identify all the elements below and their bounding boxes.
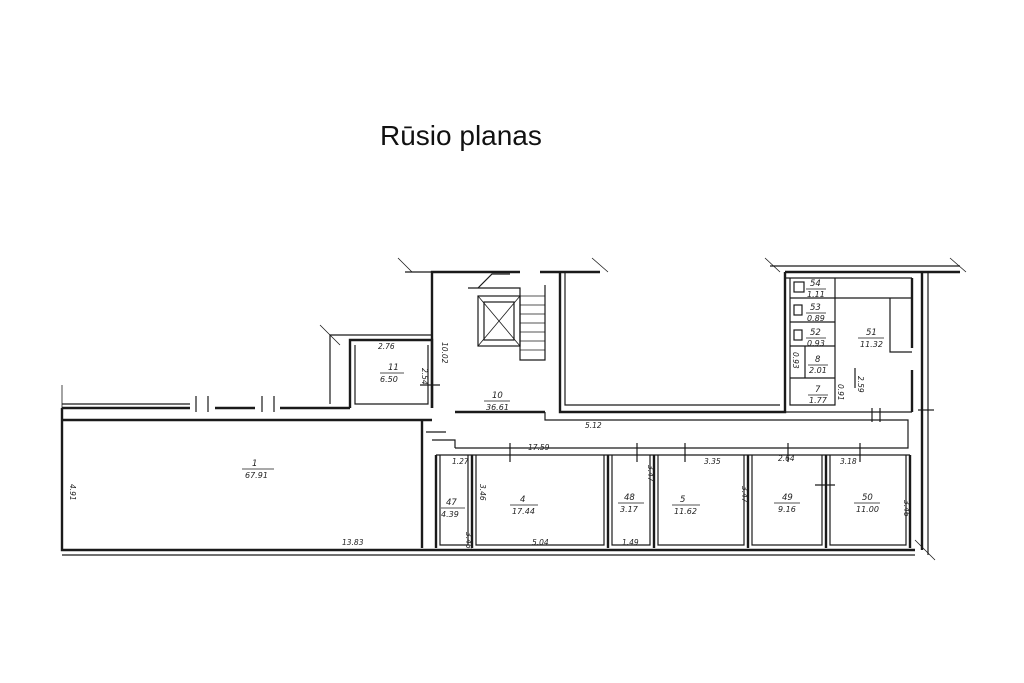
svg-text:6.50: 6.50 [380,375,398,384]
room-1: 1 67.91 [242,459,274,480]
svg-text:5: 5 [680,495,685,505]
svg-text:10: 10 [492,391,503,401]
plan-title: Rūsio planas [380,120,542,151]
svg-text:67.91: 67.91 [245,471,268,480]
svg-text:4: 4 [520,495,525,505]
svg-text:0.89: 0.89 [807,314,825,323]
dim-3-46-b: 3.46 [464,532,473,549]
svg-text:4.39: 4.39 [441,510,459,519]
dim-2-76: 2.76 [378,342,395,351]
room-48: 48 3.17 [618,493,644,514]
svg-text:54: 54 [810,279,821,289]
room-4: 4 17.44 [510,495,538,516]
dim-2-64: 2.64 [778,454,795,463]
dim-13-83: 13.83 [342,538,364,547]
dim-2-54: 2.54 [420,368,429,385]
svg-text:11.32: 11.32 [860,340,883,349]
dim-0-91: 0.91 [836,384,845,401]
svg-text:11.00: 11.00 [856,505,879,514]
room-10: 10 36.61 [484,391,510,412]
door-marks [195,368,934,486]
stairwell [468,273,546,361]
dim-3-47-b: 3.47 [740,486,749,503]
room-54: 54 1.11 [806,279,826,299]
dim-5-04: 5.04 [532,538,549,547]
dim-3-46-c: 3.46 [902,500,911,517]
dim-10-02: 10.02 [440,342,449,364]
room-50: 50 11.00 [854,493,880,514]
dim-3-18: 3.18 [840,457,857,466]
svg-text:50: 50 [862,493,873,503]
svg-text:49: 49 [782,493,793,503]
dim-5-12: 5.12 [585,421,602,430]
svg-text:53: 53 [810,303,821,313]
svg-text:47: 47 [446,498,457,508]
svg-text:48: 48 [624,493,635,503]
dim-3-35: 3.35 [704,457,721,466]
svg-text:1.77: 1.77 [809,396,828,405]
svg-text:11.62: 11.62 [674,507,697,516]
svg-text:11: 11 [388,363,399,373]
dim-3-47-a: 3.47 [646,465,655,482]
room-49: 49 9.16 [774,493,800,514]
svg-text:7: 7 [815,385,821,395]
svg-text:8: 8 [815,355,821,365]
room-53: 53 0.89 [806,303,826,323]
svg-text:1: 1 [252,459,257,469]
dim-3-46-a: 3.46 [478,484,487,501]
room-11: 11 6.50 [380,363,404,384]
dimension-labels: 4.91 13.83 17.59 5.04 1.49 3.46 3.46 3.4… [68,342,911,549]
svg-text:51: 51 [866,328,877,338]
interior-walls [62,345,912,548]
svg-text:3.17: 3.17 [620,505,639,514]
dim-4-91: 4.91 [68,484,77,501]
dim-17-59: 17.59 [528,443,550,452]
svg-text:1.11: 1.11 [807,290,825,299]
room-51: 51 11.32 [858,328,884,349]
room-7: 7 1.77 [808,385,828,405]
dim-0-93: 0.93 [791,352,800,369]
exterior-walls [60,265,960,556]
dim-1-27: 1.27 [452,457,469,466]
dimension-ticks [61,257,967,561]
dim-2-59: 2.59 [856,376,865,393]
room-8: 8 2.01 [808,355,828,375]
svg-text:36.61: 36.61 [486,403,509,412]
room-labels: 1 67.91 4 17.44 5 11.62 7 1.77 8 2.01 10… [242,279,884,519]
svg-text:52: 52 [810,328,821,338]
svg-text:2.01: 2.01 [809,366,827,375]
room-52: 52 0.93 [806,328,826,348]
service-block [789,278,912,406]
room-5: 5 11.62 [672,495,700,516]
dim-1-49: 1.49 [622,538,639,547]
room-47: 47 4.39 [441,498,465,519]
svg-text:17.44: 17.44 [512,507,535,516]
svg-text:0.93: 0.93 [807,339,825,348]
svg-text:9.16: 9.16 [778,505,796,514]
